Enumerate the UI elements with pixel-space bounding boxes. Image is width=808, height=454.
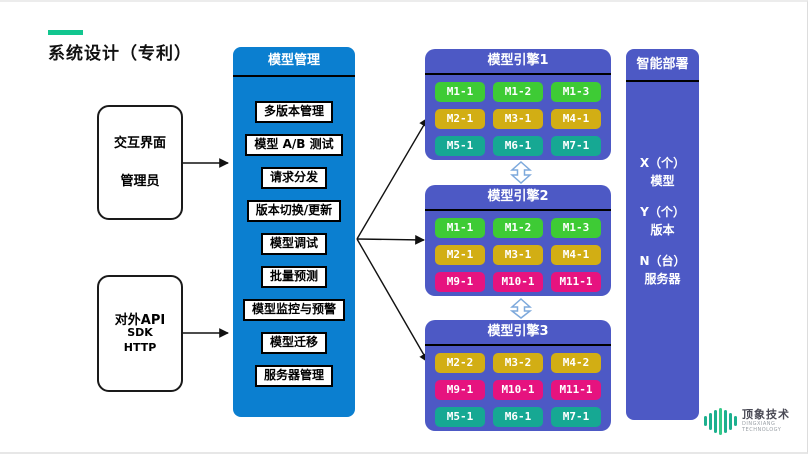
model-tag: M2-1 [435,245,485,265]
stat-servers: N（台） 服务器 [626,252,699,288]
model-tag: M1-1 [435,218,485,238]
model-engine-3-panel: 模型引擎3 M2-2 M3-2 M4-2 M9-1 M10-1 M11-1 M5… [425,320,611,431]
vendor-subtitle: DINGXIANG TECHNOLOGY [742,421,782,433]
stat-line: X（个） [639,156,686,170]
accent-bar [48,30,83,35]
stat-line: 版本 [650,223,675,237]
model-engine-3-title: 模型引擎3 [425,320,611,346]
arrow-mgmt-to-engine1 [356,117,429,240]
model-tag: M10-1 [493,380,543,400]
model-tag: M6-1 [493,136,543,156]
model-engine-1-title: 模型引擎1 [425,49,611,75]
mgmt-item-ab-test: 模型 A/B 测试 [245,134,343,156]
sync-arrow-engine1-engine2 [510,160,532,185]
vendor-logo: 顶象技术 DINGXIANG TECHNOLOGY [704,406,807,436]
stat-line: 模型 [650,174,675,188]
mgmt-item-model-migration: 模型迁移 [260,332,327,354]
stat-line: 服务器 [644,272,681,286]
model-tag: M10-1 [493,272,543,292]
stat-versions: Y（个） 版本 [626,203,699,239]
stat-models: X（个） 模型 [626,154,699,190]
mgmt-item-monitor-alert: 模型监控与预警 [242,299,345,321]
model-tag: M3-1 [493,109,543,129]
model-tag: M1-2 [493,218,543,238]
model-tag: M1-2 [493,82,543,102]
smart-deployment-title: 智能部署 [626,49,699,82]
model-management-title: 模型管理 [233,47,355,77]
actor-box-interface: 交互界面 管理员 [97,105,183,220]
model-tag: M7-1 [551,407,601,427]
model-tag: M3-2 [493,353,543,373]
mgmt-item-request-dispatch: 请求分发 [260,167,327,189]
stat-line: Y（个） [640,205,685,219]
model-management-items: 多版本管理 模型 A/B 测试 请求分发 版本切换/更新 模型调试 批量预测 模… [242,101,345,387]
model-tag: M4-1 [551,245,601,265]
model-tag: M2-1 [435,109,485,129]
model-tag: M4-2 [551,353,601,373]
mgmt-item-server-management: 服务器管理 [254,365,333,387]
model-engine-2-panel: 模型引擎2 M1-1 M1-2 M1-3 M2-1 M3-1 M4-1 M9-1… [425,185,611,296]
actor-line: SDK [127,326,153,339]
model-tag: M1-1 [435,82,485,102]
actor-box-api: 对外API SDK HTTP [97,275,183,392]
model-engine-2-title: 模型引擎2 [425,185,611,211]
model-tag: M5-1 [435,136,485,156]
stat-line: N（台） [639,254,686,268]
actor-line: 管理员 [120,174,160,189]
model-tag: M11-1 [551,272,601,292]
smart-deployment-panel: 智能部署 X（个） 模型 Y（个） 版本 N（台） 服务器 [626,49,699,420]
sync-arrow-engine2-engine3 [509,297,533,319]
model-engine-2-tags: M1-1 M1-2 M1-3 M2-1 M3-1 M4-1 M9-1 M10-1… [425,211,611,292]
model-tag: M6-1 [493,407,543,427]
model-management-panel: 模型管理 多版本管理 模型 A/B 测试 请求分发 版本切换/更新 模型调试 批… [233,47,355,417]
model-tag: M2-2 [435,353,485,373]
mgmt-item-version-switch: 版本切换/更新 [246,200,342,222]
vendor-logo-text: 顶象技术 DINGXIANG TECHNOLOGY [742,408,807,434]
model-engine-3-tags: M2-2 M3-2 M4-2 M9-1 M10-1 M11-1 M5-1 M6-… [425,346,611,427]
page-title: 系统设计（专利） [48,44,192,64]
mgmt-item-model-debug: 模型调试 [260,233,327,255]
mgmt-item-batch-predict: 批量预测 [260,266,327,288]
model-engine-1-panel: 模型引擎1 M1-1 M1-2 M1-3 M2-1 M3-1 M4-1 M5-1… [425,49,611,160]
model-tag: M9-1 [435,272,485,292]
model-tag: M9-1 [435,380,485,400]
model-tag: M7-1 [551,136,601,156]
arrow-mgmt-to-engine2 [356,234,425,245]
actor-line: 对外API [114,313,166,328]
mgmt-item-multi-version: 多版本管理 [254,101,333,123]
deployment-stats: X（个） 模型 Y（个） 版本 N（台） 服务器 [626,154,699,288]
actor-line: 交互界面 [113,136,166,151]
vendor-name: 顶象技术 [742,408,790,421]
equalizer-bars-icon [704,406,737,436]
actor-line: HTTP [123,341,157,354]
model-tag: M3-1 [493,245,543,265]
model-tag: M1-3 [551,82,601,102]
arrow-mgmt-to-engine3 [356,238,429,363]
model-tag: M1-3 [551,218,601,238]
model-tag: M5-1 [435,407,485,427]
model-tag: M11-1 [551,380,601,400]
model-tag: M4-1 [551,109,601,129]
model-engine-1-tags: M1-1 M1-2 M1-3 M2-1 M3-1 M4-1 M5-1 M6-1 … [425,75,611,156]
